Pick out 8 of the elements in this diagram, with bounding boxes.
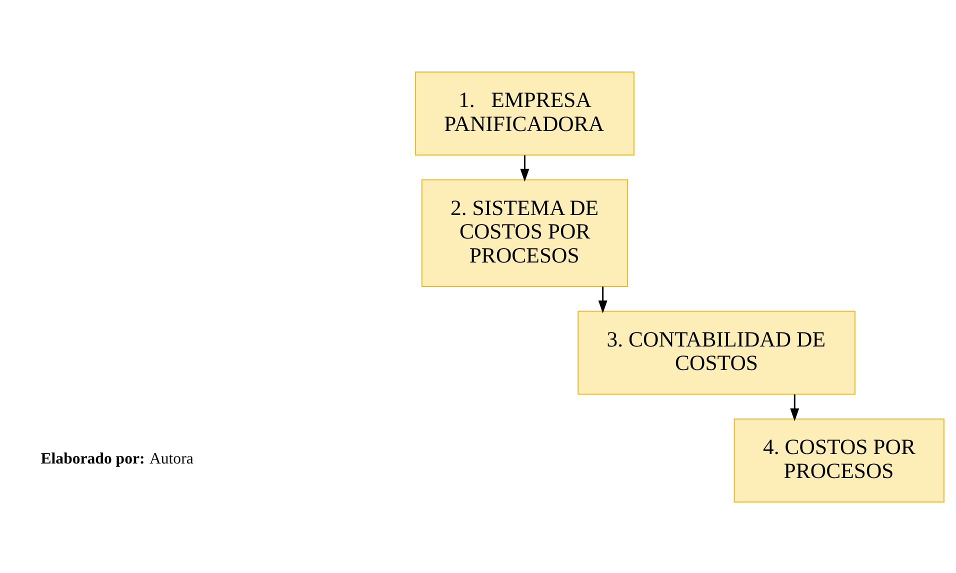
label: Elaborado por: Autora — [40, 450, 194, 467]
node-box: 4. COSTOS POR PROCESOS — [734, 418, 944, 502]
arrow — [598, 286, 608, 313]
node-box: 2. SISTEMA DE COSTOS POR PROCESOS — [421, 178, 628, 286]
arrow — [520, 154, 530, 182]
node-box: 1. EMPRESA PANIFICADORA — [414, 70, 634, 155]
arrow — [790, 394, 800, 421]
node-box: 3. CONTABILIDAD DE COSTOS — [578, 310, 856, 394]
